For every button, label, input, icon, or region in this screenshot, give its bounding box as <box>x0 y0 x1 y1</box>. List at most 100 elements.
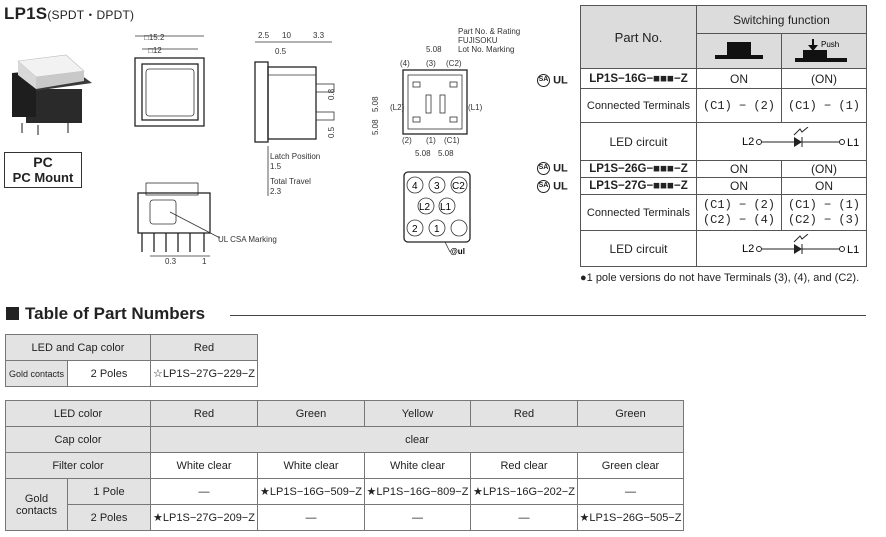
led-l2-label-2: L2 <box>742 243 754 255</box>
lp1s-16g-released: ON <box>696 68 782 89</box>
t2-gold-contacts: Gold contacts <box>5 478 68 531</box>
led-circuit-diagram-2: L2 L1 <box>696 230 867 267</box>
part-table-1: LED and Cap color Red Gold contacts 2 Po… <box>5 334 258 387</box>
conn-2pole-pushed-1: (C1) − (1) <box>787 197 860 212</box>
part-no-header: Part No. <box>580 5 697 69</box>
term-c1-label: (C1) <box>444 136 460 145</box>
led-l1-label-2: L1 <box>847 244 859 256</box>
switching-function-header: Switching function <box>696 5 867 34</box>
fujisoku-label: FUJISOKU <box>458 36 498 45</box>
conn-2pole-released-1: (C1) − (2) <box>702 197 775 212</box>
t2-led-color-2: Green <box>257 400 365 427</box>
t2-led-color-label: LED color <box>5 400 151 427</box>
led-circuit-label-2: LED circuit <box>580 230 697 267</box>
pin-c2: C2 <box>452 181 465 192</box>
ul-mark-icon: UL <box>553 180 568 193</box>
pin-4: 4 <box>412 181 418 192</box>
dim-5-08-left-a: 5.08 <box>371 96 380 112</box>
t2-2pole-5: ★LP1S−26G−505−Z <box>577 504 684 531</box>
section-title: Table of Part Numbers <box>25 304 206 323</box>
part-no-rating-label: Part No. & Rating <box>458 27 520 36</box>
t2-2pole-3: — <box>364 504 471 531</box>
conn-2pole-pushed-2: (C2) − (3) <box>787 212 860 227</box>
dim-outer-size: □15.2 <box>144 33 165 42</box>
csa-mark-icon: SA <box>537 180 550 193</box>
title-text: LP1S <box>4 4 48 23</box>
latch-position-label: Latch Position <box>270 152 320 161</box>
dim-5-08-bottom-b: 5.08 <box>438 149 454 158</box>
dim-cap-size: □12 <box>148 46 162 55</box>
cert-marks-27g: SA UL <box>537 180 568 193</box>
pushed-switch-icon: Push <box>795 38 847 62</box>
front-view-drawing: □15.2 □12 <box>134 33 205 127</box>
pushed-state-cell: Push <box>781 33 867 69</box>
technical-drawings: □15.2 □12 2.5 10 3.3 0.5 0.8 0.5 Latch P… <box>134 27 520 266</box>
t2-1pole-5: — <box>577 478 684 505</box>
ul-mark-icon: UL <box>553 74 568 87</box>
led-circuit-label: LED circuit <box>580 122 697 161</box>
dim-0-8: 0.8 <box>327 88 336 100</box>
dim-0-5: 0.5 <box>275 47 287 56</box>
lp1s-27g-released: ON <box>696 177 782 195</box>
t2-filter-3: White clear <box>364 452 471 479</box>
connected-terminals-label: Connected Terminals <box>580 88 697 123</box>
cert-marks-16g: SA UL <box>537 74 568 87</box>
ul-mark-label: @ul <box>450 247 465 256</box>
conn-16g-released: (C1) − (2) <box>696 88 782 123</box>
pin-2: 2 <box>412 224 418 235</box>
dim-10: 10 <box>282 31 291 40</box>
lp1s-26g-pushed: (ON) <box>781 160 867 178</box>
ul-mark-icon: UL <box>553 162 568 175</box>
t2-1pole-1: — <box>150 478 258 505</box>
led-circuit-icon: L2 L1 <box>742 126 859 149</box>
t1-gold-contacts: Gold contacts <box>5 360 68 387</box>
led-l1-label: L1 <box>847 137 859 149</box>
pin-l2: L2 <box>419 202 431 213</box>
mount-type-short: PC <box>33 154 53 170</box>
lp1s-26g-released: ON <box>696 160 782 178</box>
part-lp1s-26g: LP1S−26G−■■■−Z <box>580 160 697 178</box>
t2-led-color-3: Yellow <box>364 400 471 427</box>
term-1-label: (1) <box>426 136 436 145</box>
t2-1pole-3: ★LP1S−16G−809−Z <box>364 478 471 505</box>
lp1s-27g-pushed: ON <box>781 177 867 195</box>
dim-0-3: 0.3 <box>165 257 177 266</box>
conn-2pole-released: (C1) − (2) (C2) − (4) <box>696 194 782 231</box>
t2-2pole-4: — <box>470 504 578 531</box>
led-circuit-diagram: L2 L1 <box>696 122 867 161</box>
csa-mark-icon: SA <box>537 162 550 175</box>
t1-part-number: ☆LP1S−27G−229−Z <box>150 360 258 387</box>
total-travel-value: 2.3 <box>270 187 282 196</box>
term-4-label: (4) <box>400 59 410 68</box>
ul-csa-marking-label: UL CSA Marking <box>218 235 277 244</box>
product-photo <box>12 54 92 135</box>
lot-no-marking-label: Lot No. Marking <box>458 45 514 54</box>
t2-1pole-2: ★LP1S−16G−509−Z <box>257 478 365 505</box>
t2-2pole-1: ★LP1S−27G−209−Z <box>150 504 258 531</box>
t2-cap-color-label: Cap color <box>5 426 151 453</box>
t2-filter-label: Filter color <box>5 452 151 479</box>
dim-5-08-bottom-a: 5.08 <box>415 149 431 158</box>
t2-filter-2: White clear <box>257 452 365 479</box>
switching-function-table: Part No. Switching function Push LP1S−16… <box>580 5 867 267</box>
released-switch-icon <box>715 41 763 59</box>
heading-square-icon <box>6 307 19 320</box>
t2-cap-color: clear <box>150 426 684 453</box>
connected-terminals-label-2: Connected Terminals <box>580 194 697 231</box>
t2-1pole-4: ★LP1S−16G−202−Z <box>470 478 578 505</box>
dim-1: 1 <box>202 257 207 266</box>
mount-type-box: PC PC Mount <box>4 152 82 188</box>
t1-header-label: LED and Cap color <box>5 334 151 361</box>
t2-1-pole-label: 1 Pole <box>67 478 151 505</box>
conn-16g-pushed: (C1) − (1) <box>781 88 867 123</box>
mount-type-long: PC Mount <box>12 170 74 185</box>
t2-filter-1: White clear <box>150 452 258 479</box>
pin-l1: L1 <box>440 202 452 213</box>
push-label: Push <box>821 40 839 49</box>
page-title: LP1S(SPDT・DPDT) <box>4 4 134 24</box>
part-lp1s-27g: LP1S−27G−■■■−Z <box>580 177 697 195</box>
led-l2-label: L2 <box>742 136 754 148</box>
t2-led-color-4: Red <box>470 400 578 427</box>
t2-filter-4: Red clear <box>470 452 578 479</box>
lp1s-16g-pushed: (ON) <box>781 68 867 89</box>
